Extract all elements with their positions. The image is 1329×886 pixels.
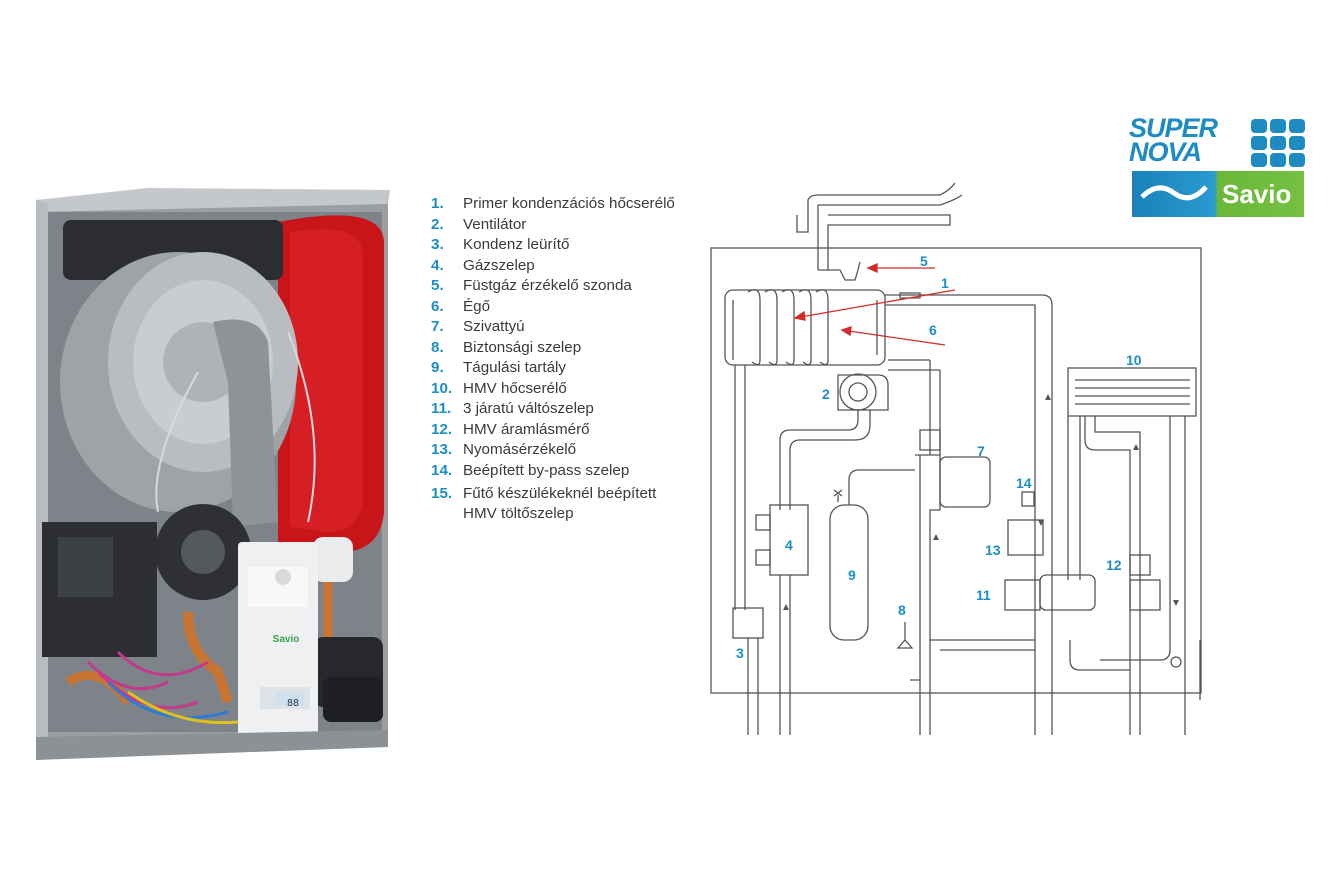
legend-item: 5. Füstgáz érzékelő szonda	[431, 276, 721, 297]
logo-line-super: SUPER	[1129, 113, 1218, 143]
legend-item: 6. Égő	[431, 297, 721, 318]
diagram-label-11: 11	[976, 587, 991, 603]
diagram-label-13: 13	[985, 542, 1001, 558]
legend-number: 12.	[431, 420, 453, 438]
safety-valve	[896, 622, 914, 649]
diagram-label-8: 8	[898, 602, 906, 618]
legend-number: 6.	[431, 297, 444, 315]
legend-item: 12. HMV áramlásmérő	[431, 420, 721, 441]
legend-number: 8.	[431, 338, 444, 356]
legend-item: 14. Beépített by-pass szelep	[431, 461, 721, 482]
legend-text: Gázszelep	[463, 256, 535, 274]
flow-meter	[1129, 554, 1151, 576]
diagram-label-14: 14	[1016, 475, 1032, 491]
legend-text: Füstgáz érzékelő szonda	[463, 277, 632, 294]
diagram-label-1: 1	[941, 275, 949, 291]
savio-badge: Savio	[1132, 171, 1304, 217]
legend-text: Tágulási tartály	[463, 359, 566, 376]
legend-number: 2.	[431, 215, 444, 233]
logo-line-nova: NOVA	[1129, 137, 1202, 167]
diagram-label-6: 6	[929, 322, 937, 338]
diagram-label-10: 10	[1126, 352, 1142, 368]
diagram-label-2: 2	[822, 386, 830, 402]
flue-duct	[817, 205, 951, 270]
legend-number: 11.	[431, 400, 452, 417]
dhw-exchanger	[1067, 367, 1197, 417]
diagram-label-7: 7	[977, 443, 985, 459]
legend-number: 10.	[431, 379, 453, 397]
legend-number: 15.	[431, 485, 453, 502]
diagram-label-4: 4	[785, 537, 793, 553]
legend-item: 9. Tágulási tartály	[431, 358, 721, 379]
condensate-trap	[732, 607, 764, 639]
fan	[839, 373, 877, 411]
legend-text: HMV áramlásmérő	[463, 420, 590, 438]
legend-item: 3. Kondenz leürítő	[431, 235, 721, 256]
legend-number: 5.	[431, 277, 444, 294]
casing-outline	[710, 247, 1202, 694]
hydraulic-schematic	[710, 182, 1202, 735]
logo-tiles-icon	[1251, 119, 1305, 167]
legend-text: Ventilátor	[463, 215, 527, 233]
savio-text: Savio	[1222, 179, 1292, 209]
gas-valve	[769, 504, 809, 576]
legend-text: Kondenz leürítő	[463, 236, 570, 253]
legend-text: Beépített by-pass szelep	[463, 461, 630, 479]
legend-text: Biztonsági szelep	[463, 338, 582, 356]
boiler-display: 88	[286, 698, 300, 709]
diagram-label-12: 12	[1106, 557, 1122, 573]
legend-item: 15. Fűtő készülékeknél beépített HMV tölt…	[431, 484, 721, 528]
coil	[747, 289, 829, 366]
diagram-label-5: 5	[920, 253, 928, 269]
legend-item: 4. Gázszelep	[431, 256, 721, 277]
diagram-label-9: 9	[848, 567, 856, 583]
legend-number: 14.	[431, 461, 453, 479]
boiler-photo	[28, 182, 398, 762]
bypass-valve	[1021, 491, 1035, 507]
legend-number: 3.	[431, 236, 444, 253]
panel-brand-label: Savio	[272, 634, 300, 645]
legend-item: 1. Primer kondenzációs hőcserélő	[431, 194, 721, 215]
legend-item: 10. HMV hőcserélő	[431, 379, 721, 400]
legend-item: 7. Szivattyú	[431, 317, 721, 338]
legend-item: 8. Biztonsági szelep	[431, 338, 721, 359]
legend-number: 4.	[431, 256, 444, 274]
primary-exchanger	[724, 289, 886, 366]
legend-number: 13.	[431, 441, 453, 458]
wave-icon	[1140, 185, 1208, 201]
component-legend: 1. Primer kondenzációs hőcserélő 2. Ventil…	[431, 194, 721, 528]
legend-number: 9.	[431, 359, 444, 376]
legend-item: 13. Nyomásérzékelő	[431, 440, 721, 461]
legend-item: 2. Ventilátor	[431, 215, 721, 236]
legend-text: Fűtő készülékeknél beépített HMV töltősz…	[463, 485, 657, 522]
supernova-savio-logo: SUPER NOVA Savio	[1129, 113, 1307, 217]
legend-text: Szivattyú	[463, 318, 525, 335]
legend-text: Nyomásérzékelő	[463, 441, 577, 458]
legend-item: 11. 3 járatú váltószelep	[431, 399, 721, 420]
legend-text: HMV hőcserélő	[463, 379, 567, 397]
legend-number: 1.	[431, 195, 444, 212]
legend-text: Primer kondenzációs hőcserélő	[463, 195, 675, 212]
pump	[939, 456, 991, 508]
diagram-label-3: 3	[736, 645, 744, 661]
legend-number: 7.	[431, 318, 444, 335]
pressure-sensor	[1007, 519, 1044, 556]
legend-text: Égő	[463, 297, 491, 315]
legend-text: 3 járatú váltószelep	[463, 400, 594, 417]
